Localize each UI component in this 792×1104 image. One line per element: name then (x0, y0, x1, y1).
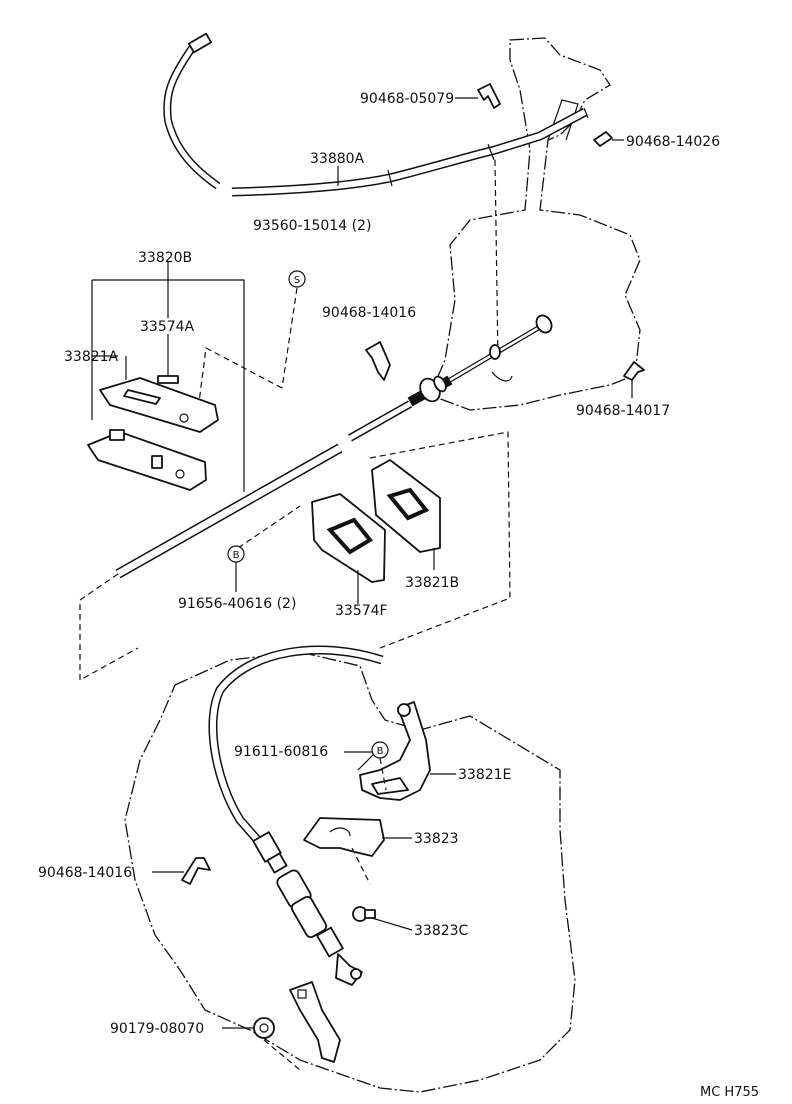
clip-90468-05079-icon (477, 83, 501, 109)
label-33821A: 33821A (64, 349, 119, 365)
label-90468-14017: 90468-14017 (576, 403, 670, 419)
bolt-s-symbol: S (288, 270, 306, 288)
clip-90468-14016-bottom-icon (181, 857, 211, 885)
label-91611-60816: 91611-60816 (234, 744, 328, 760)
svg-text:B: B (233, 550, 240, 561)
clip-90468-14026-icon (593, 131, 613, 147)
label-33820B: 33820B (138, 250, 192, 266)
bracket-plate-upper-icon (99, 377, 219, 433)
label-90468-14016-bottom: 90468-14016 (38, 865, 132, 881)
label-33823C: 33823C (414, 923, 469, 939)
bottom-transmission-housing (124, 651, 576, 1093)
lever-33821E-icon (359, 701, 431, 801)
cable-end-fitting (187, 32, 213, 54)
label-33821E: 33821E (458, 767, 511, 783)
label-90468-14026: 90468-14026 (626, 134, 720, 150)
label-33574F: 33574F (335, 603, 388, 619)
bolt-b-symbol-middle: B (227, 545, 245, 563)
label-90468-14016-top: 90468-14016 (322, 305, 416, 321)
svg-text:B: B (377, 746, 384, 757)
clip-90468-14017-icon (623, 361, 645, 381)
bracket-plate-lower-icon (87, 431, 207, 491)
lower-lever-icon (289, 981, 341, 1063)
clip-90468-14016-top-icon (365, 341, 391, 381)
top-transmission-housing (429, 37, 641, 411)
label-93560-15014: 93560-15014 (2) (253, 218, 371, 234)
svg-text:S: S (294, 275, 300, 286)
label-91656-40616: 91656-40616 (2) (178, 596, 296, 612)
nut-90179-08070-icon (253, 1017, 275, 1039)
label-33574A: 33574A (140, 319, 195, 335)
plate-33574F-icon (311, 493, 386, 583)
bracket-33823-icon (303, 817, 385, 857)
plate-33821B-icon (371, 459, 441, 553)
bolt-b-symbol-bottom: B (371, 741, 389, 759)
label-33823: 33823 (414, 831, 459, 847)
label-90468-05079: 90468-05079 (360, 91, 454, 107)
label-33880A: 33880A (310, 151, 365, 167)
label-33821B: 33821B (405, 575, 459, 591)
bolt-33823C-icon (352, 906, 376, 922)
label-90179-08070: 90179-08070 (110, 1021, 204, 1037)
diagram-code: MC H755 (700, 1085, 759, 1100)
